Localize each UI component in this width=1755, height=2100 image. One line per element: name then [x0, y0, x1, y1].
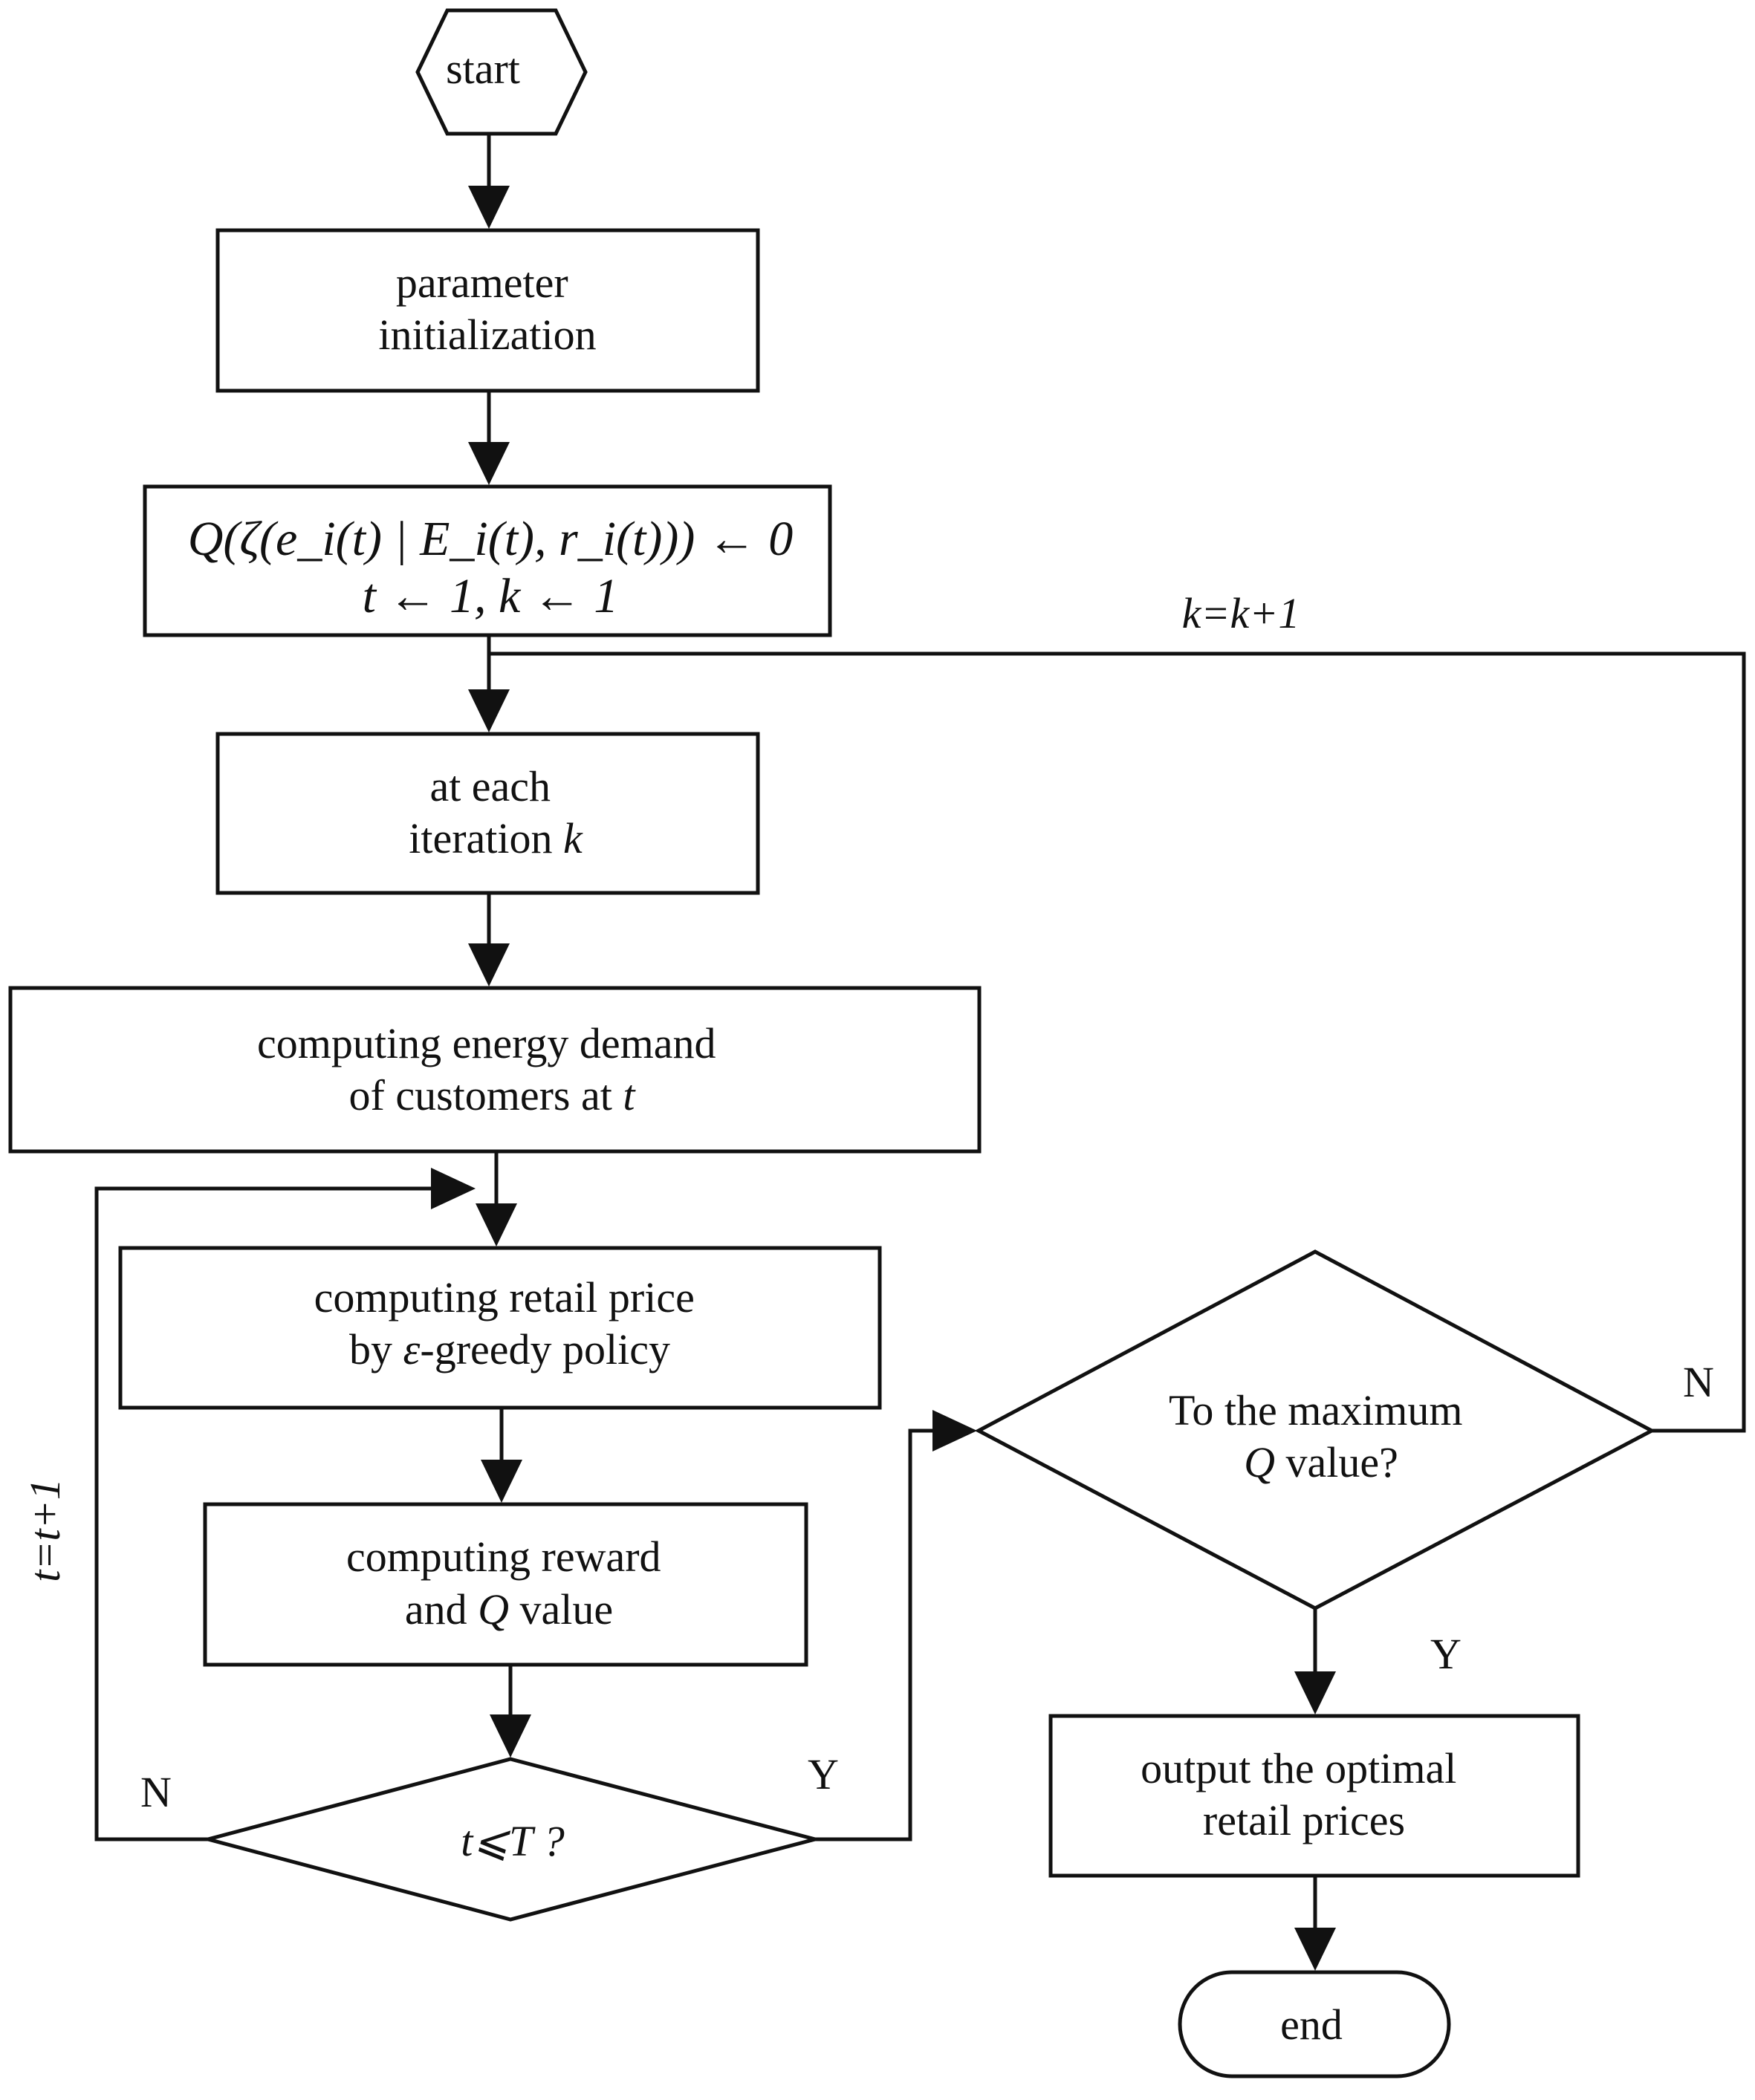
reward-line-1: computing reward	[346, 1532, 661, 1581]
parameter-line-2: initialization	[378, 311, 596, 359]
reward-line-2-suffix: value	[509, 1585, 613, 1633]
iteration-label: at each iteration k	[409, 762, 583, 862]
output-line-1: output the optimal	[1141, 1744, 1456, 1792]
connector-loop-t-no	[94, 1168, 476, 1841]
connector-t-yes-to-condition-q	[815, 1410, 977, 1841]
q-initialization-formula: Q(ζ(e_i(t) | E_i(t), r_i(t))) ← 0	[188, 512, 794, 566]
energy-demand-line-1: computing energy demand	[257, 1019, 716, 1067]
epsilon-variable: ε	[403, 1325, 421, 1374]
q-initialization-box: Q(ζ(e_i(t) | E_i(t), r_i(t))) ← 0 t ← 1,…	[143, 484, 832, 637]
connector-reward-to-condition-t	[490, 1666, 531, 1758]
connector-price-to-reward	[481, 1409, 522, 1503]
condition-q-line-1: To the maximum	[1169, 1386, 1462, 1434]
condition-q-diamond: To the maximum Q value?	[974, 1249, 1656, 1610]
condition-q-line-2-suffix: value?	[1275, 1438, 1398, 1486]
reward-box: computing reward and Q value	[203, 1502, 808, 1667]
connector-demand-to-price	[476, 1153, 517, 1246]
parameter-initialization-box: parameter initialization	[215, 228, 760, 393]
energy-demand-box: computing energy demand of customers at …	[8, 986, 982, 1154]
iteration-box: at each iteration k	[215, 732, 760, 895]
iteration-variable: k	[563, 814, 583, 862]
condition-q-label: To the maximum Q value?	[1169, 1386, 1473, 1486]
retail-price-label: computing retail price by ε-greedy polic…	[314, 1273, 706, 1374]
parameter-initialization-label: parameter initialization	[378, 259, 596, 359]
iteration-line-1: at each	[429, 762, 551, 810]
t-update-label: t=t+1	[21, 1478, 69, 1582]
tk-initialization-formula: t ← 1, k ← 1	[363, 569, 619, 623]
end-node: end	[1178, 1970, 1451, 2078]
condition-q-variable: Q	[1244, 1438, 1275, 1486]
t-no-label: N	[140, 1768, 172, 1816]
energy-demand-label: computing energy demand of customers at …	[257, 1019, 727, 1119]
start-node: start	[415, 8, 588, 136]
connector-iteration-to-demand	[468, 894, 510, 986]
retail-price-line-1: computing retail price	[314, 1273, 695, 1322]
start-label: start	[446, 45, 520, 93]
energy-demand-variable: t	[623, 1071, 636, 1119]
output-box: output the optimal retail prices	[1048, 1714, 1580, 1878]
reward-line-2-prefix: and	[405, 1585, 478, 1633]
connector-start-to-param	[468, 135, 510, 229]
output-line-2: retail prices	[1203, 1796, 1405, 1844]
parameter-line-1: parameter	[396, 259, 568, 307]
energy-demand-line-2: of customers at	[349, 1071, 623, 1119]
q-no-label: N	[1683, 1358, 1714, 1406]
t-yes-label: Y	[808, 1750, 839, 1798]
connector-output-to-end	[1294, 1877, 1336, 1971]
retail-price-box: computing retail price by ε-greedy polic…	[118, 1246, 882, 1410]
output-label: output the optimal retail prices	[1141, 1744, 1467, 1844]
retail-price-line-2-prefix: by	[349, 1325, 403, 1374]
condition-t-label: t⩽T ?	[461, 1817, 564, 1865]
reward-label: computing reward and Q value	[346, 1532, 672, 1633]
condition-t-diamond: t⩽T ?	[201, 1757, 823, 1922]
end-label: end	[1280, 2000, 1343, 2049]
connector-init-to-iteration	[468, 636, 510, 732]
k-update-label: k=k+1	[1182, 589, 1300, 637]
reward-q-variable: Q	[478, 1585, 509, 1633]
retail-price-line-2-suffix: -greedy policy	[420, 1325, 670, 1374]
connector-loop-q-no	[489, 651, 1746, 1433]
connector-param-to-init	[468, 392, 510, 485]
iteration-line-2: iteration	[409, 814, 563, 862]
connector-q-yes-to-output	[1294, 1608, 1336, 1714]
q-yes-label: Y	[1430, 1630, 1462, 1678]
